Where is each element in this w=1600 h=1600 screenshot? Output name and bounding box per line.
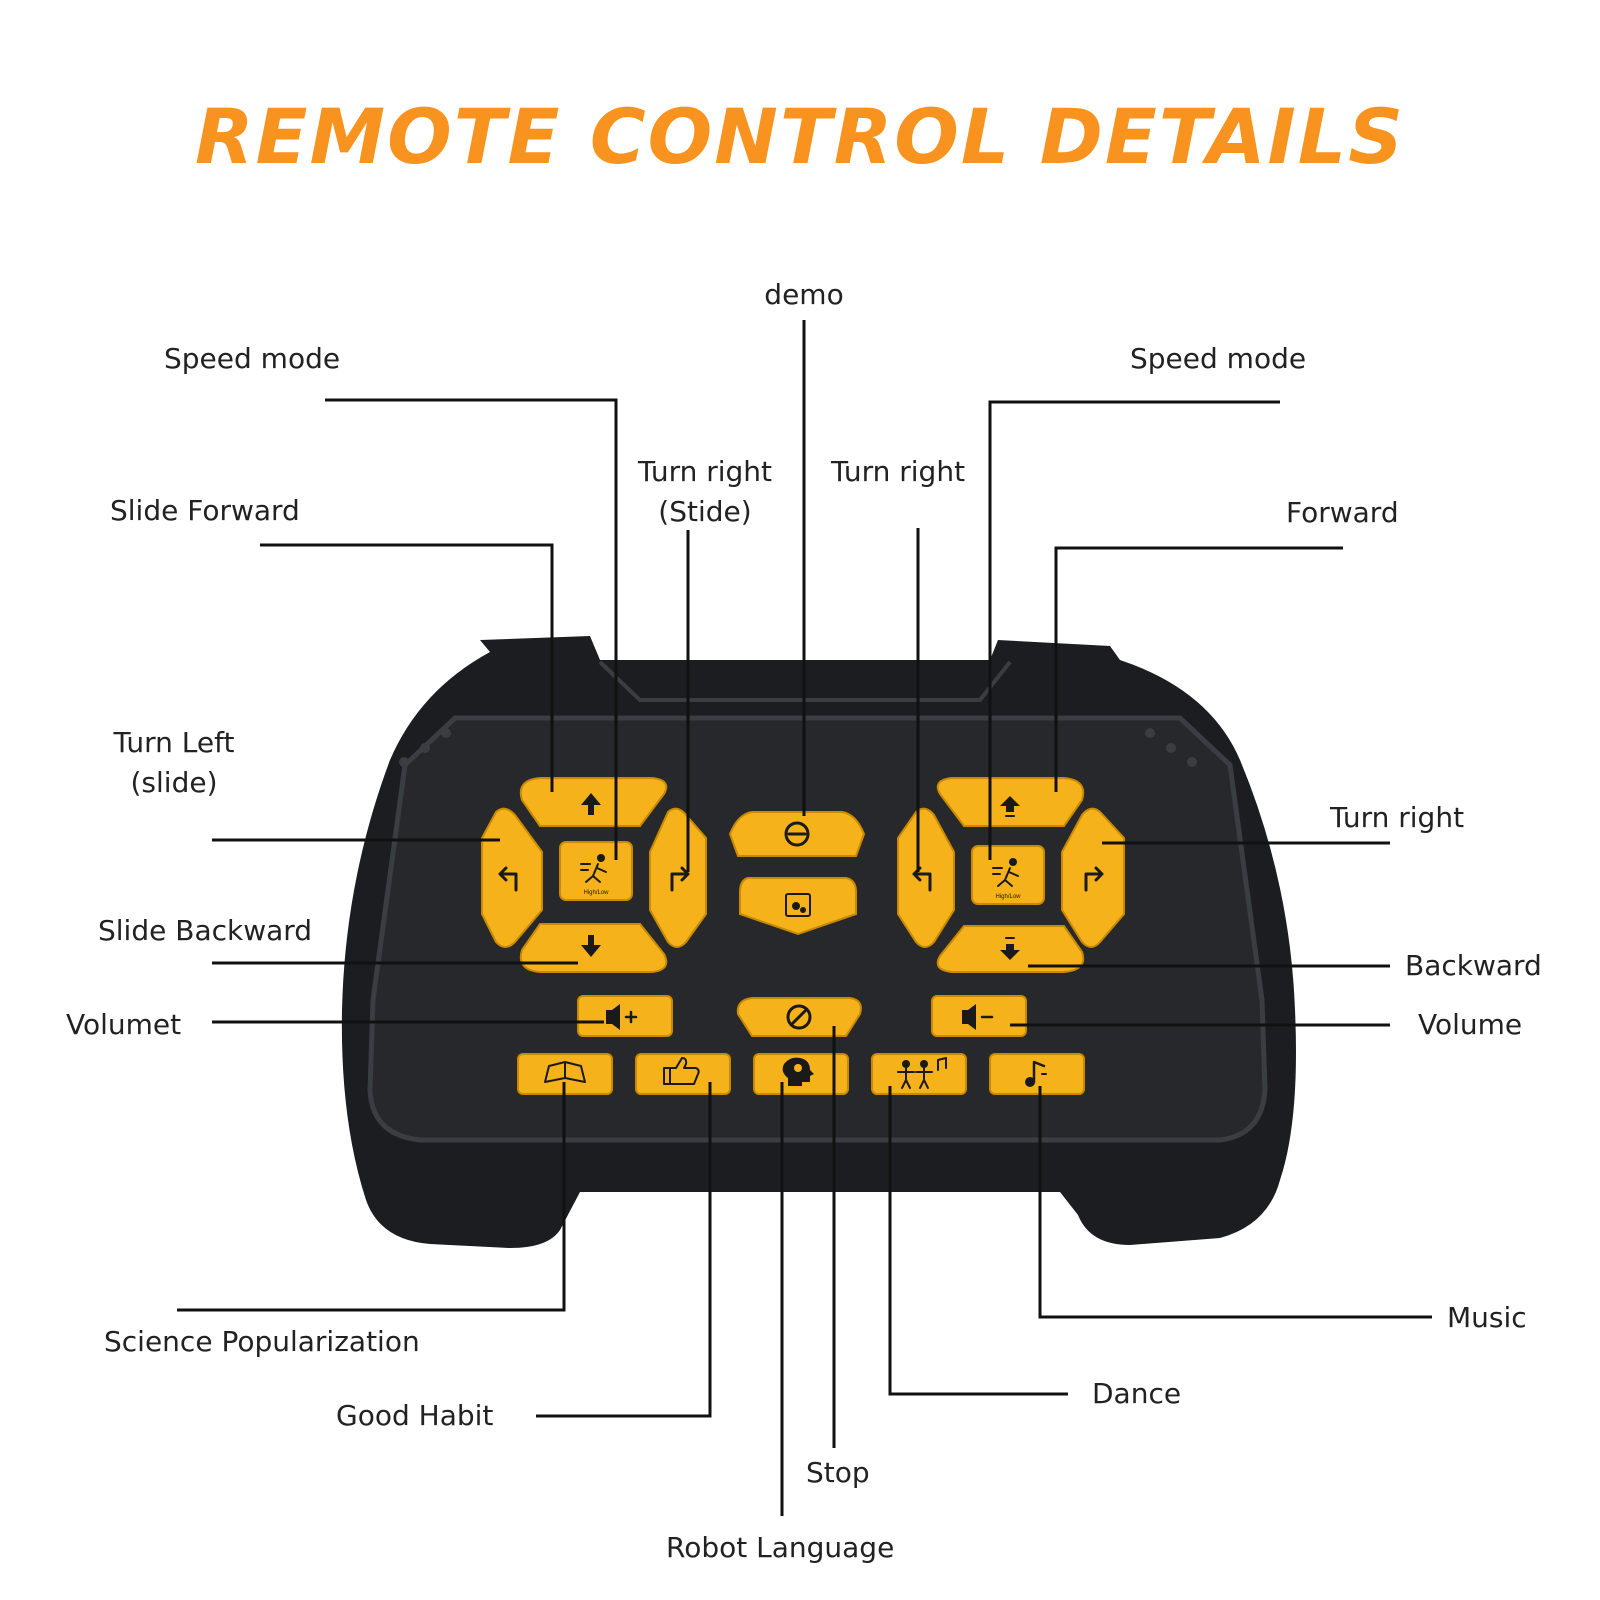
label-backward: Backward: [1405, 949, 1542, 982]
label-science: Science Popularization: [104, 1325, 420, 1358]
label-speed-mode-left: Speed mode: [164, 342, 340, 375]
label-turn-right-center: Turn right: [830, 455, 965, 488]
turn-right-button-center[interactable]: [897, 807, 955, 948]
label-turn-left-slide-1: Turn Left: [113, 726, 235, 759]
label-turn-right-stide-2: (Stide): [658, 495, 751, 528]
center-buttons: [728, 811, 866, 1037]
label-volumet: Volumet: [66, 1008, 181, 1041]
backward-button[interactable]: [936, 925, 1085, 973]
runner-icon: [1009, 858, 1017, 866]
leader-dance: [888, 1086, 1068, 1396]
speaker-plus-icon: [606, 1004, 620, 1030]
settings-window-icon: [785, 893, 811, 917]
speed-mode-right-button[interactable]: High/Low: [971, 845, 1045, 905]
turn-right-arrow-icon: [1084, 866, 1104, 892]
slide-backward-button[interactable]: [519, 923, 668, 973]
runner-icon: [597, 854, 605, 862]
demo-icon: [784, 821, 810, 847]
leader-lines: [177, 320, 1432, 1516]
leader-forward: [1054, 546, 1343, 792]
turn-right-arrow-icon: [670, 866, 690, 892]
label-stop: Stop: [806, 1456, 870, 1489]
open-book-icon: [544, 1061, 586, 1083]
settings-button[interactable]: [739, 877, 857, 936]
label-turn-left-slide-2: (slide): [131, 766, 218, 799]
page-title: REMOTE CONTROL DETAILS: [195, 92, 1405, 181]
arrow-up-icon: [581, 793, 601, 815]
labels: demo Speed mode Speed mode Turn right (S…: [66, 278, 1542, 1564]
volume-up-button[interactable]: [577, 995, 673, 1037]
leader-good-habit: [536, 1082, 712, 1418]
turn-right-stide-button[interactable]: [649, 807, 707, 948]
right-dpad: High/Low: [897, 777, 1125, 973]
volume-down-button[interactable]: [931, 995, 1027, 1037]
label-speed-mode-right: Speed mode: [1130, 342, 1306, 375]
stop-icon: [786, 1004, 812, 1030]
label-robot-language: Robot Language: [666, 1531, 894, 1564]
arrow-down-icon: [581, 935, 601, 957]
label-volume: Volume: [1418, 1008, 1522, 1041]
arrow-up-icon: [1000, 796, 1020, 812]
speed-mode-left-button[interactable]: High/Low: [559, 841, 633, 901]
music-note-icon: [1025, 1060, 1047, 1087]
leader-music: [1038, 1086, 1432, 1319]
turn-left-arrow-icon: [498, 866, 518, 892]
label-slide-forward: Slide Forward: [110, 494, 300, 527]
slide-forward-button[interactable]: [519, 777, 668, 827]
label-slide-backward: Slide Backward: [98, 914, 312, 947]
music-button[interactable]: [989, 1053, 1085, 1095]
leader-speed-mode-right: [988, 400, 1280, 860]
high-low-text: High/Low: [583, 890, 609, 896]
stop-button[interactable]: [736, 997, 862, 1037]
speaker-minus-icon: [962, 1004, 976, 1030]
turn-left-slide-button[interactable]: [481, 807, 543, 948]
robot-language-button[interactable]: [753, 1053, 849, 1095]
leader-science: [177, 1082, 566, 1312]
label-turn-right-stide-1: Turn right: [637, 455, 772, 488]
dancing-people-icon: [897, 1057, 947, 1089]
label-forward: Forward: [1286, 496, 1399, 529]
left-dpad: High/Low: [481, 777, 707, 973]
label-demo: demo: [764, 278, 843, 311]
label-good-habit: Good Habit: [336, 1399, 493, 1432]
dance-button[interactable]: [871, 1053, 967, 1095]
good-habit-button[interactable]: [635, 1053, 731, 1095]
label-music: Music: [1447, 1301, 1527, 1334]
demo-button[interactable]: [728, 811, 866, 857]
arrow-down-icon: [1000, 944, 1020, 960]
label-turn-right-side: Turn right: [1329, 801, 1464, 834]
leader-speed-mode-left: [325, 398, 618, 860]
forward-button[interactable]: [936, 777, 1085, 827]
high-low-text: High/Low: [995, 894, 1021, 900]
leader-slide-forward: [260, 543, 554, 792]
label-dance: Dance: [1092, 1377, 1181, 1410]
thumbs-up-icon: [663, 1057, 700, 1085]
remote-body: [341, 636, 1296, 1248]
